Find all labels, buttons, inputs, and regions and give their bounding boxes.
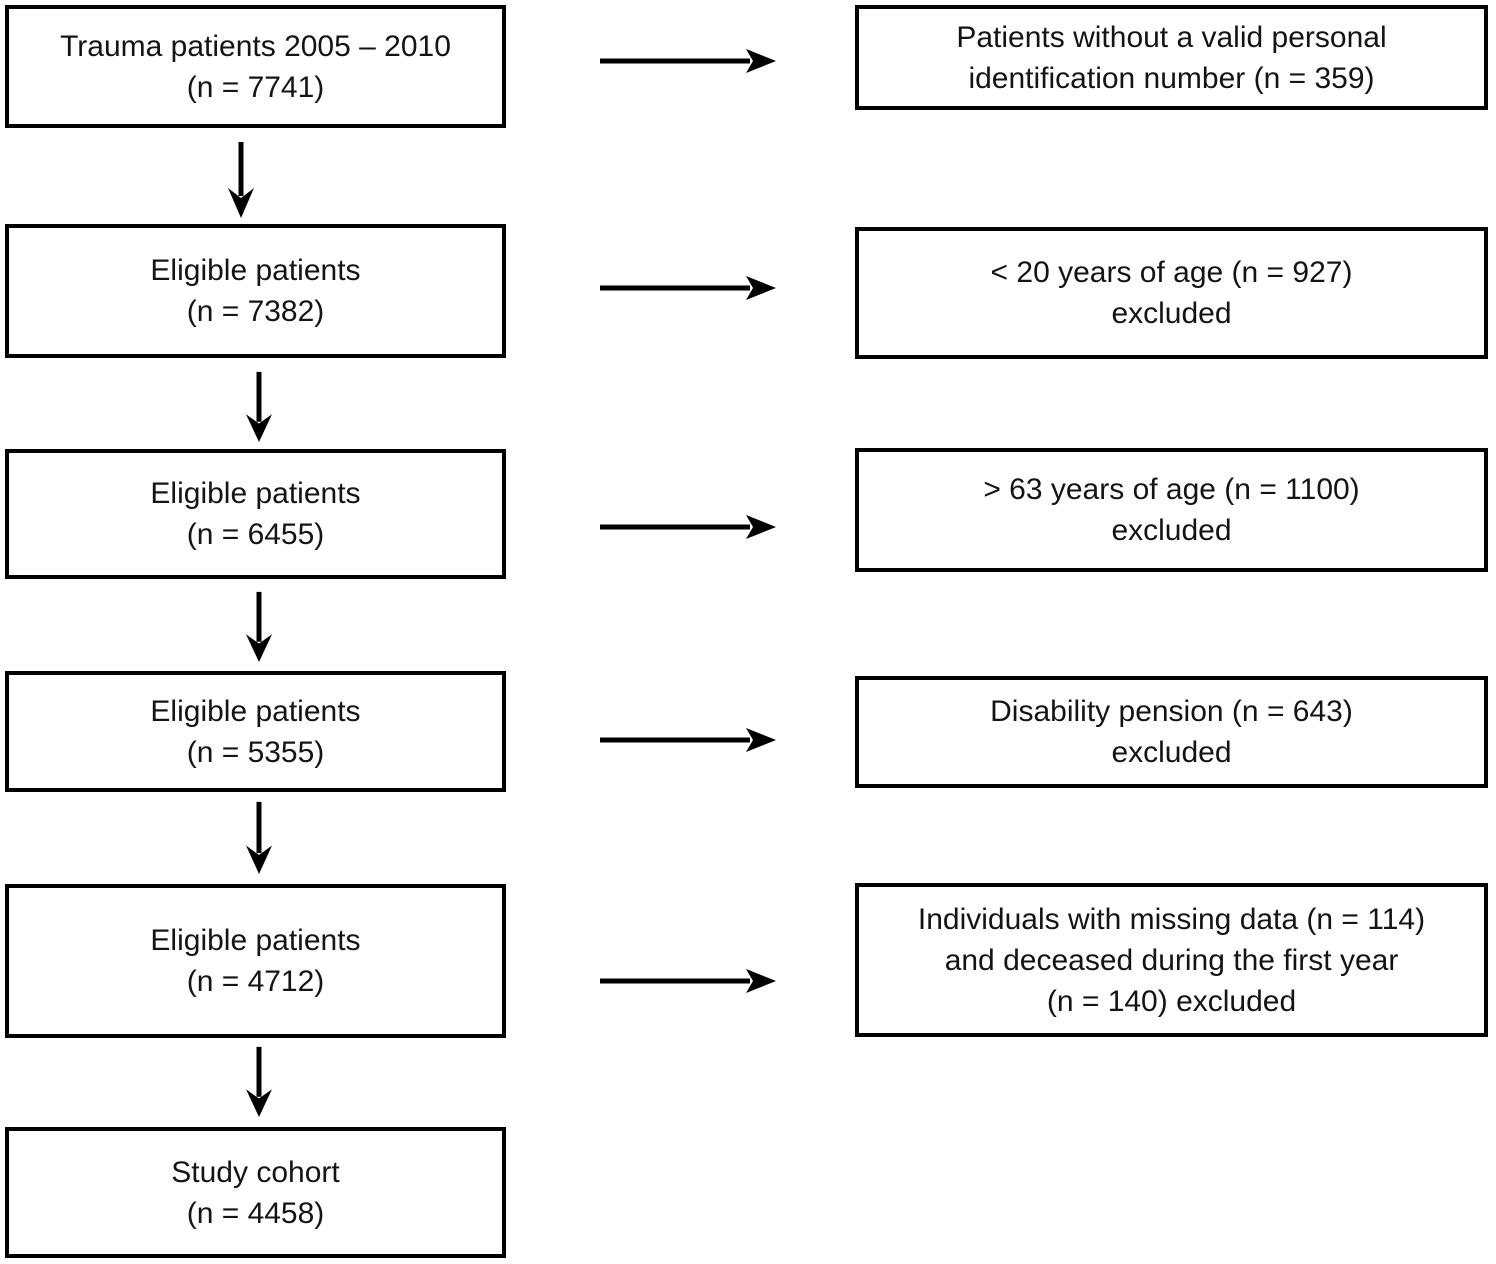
box-text-line: (n = 7741): [186, 70, 325, 104]
box-text-line: > 63 years of age (n = 1100): [983, 473, 1360, 506]
flow-box-excluded-over-63: > 63 years of age (n = 1100) excluded: [855, 448, 1488, 572]
box-text-line: Trauma patients 2005 – 2010: [60, 29, 451, 63]
right-arrow-icon: [598, 726, 778, 754]
down-arrow-icon: [226, 140, 256, 218]
flow-box-excluded-under-20: < 20 years of age (n = 927) excluded: [855, 227, 1488, 359]
down-arrow-icon: [244, 370, 274, 442]
down-arrow-icon: [244, 590, 274, 662]
flow-box-eligible-patients-7382: Eligible patients (n = 7382): [5, 224, 506, 358]
down-arrow-icon: [244, 800, 274, 874]
right-arrow-icon: [598, 47, 778, 75]
box-text-line: excluded: [1111, 736, 1232, 769]
box-text-line: excluded: [1111, 297, 1232, 330]
flow-box-excluded-invalid-id: Patients without a valid personal identi…: [855, 5, 1488, 110]
flow-box-trauma-patients: Trauma patients 2005 – 2010 (n = 7741): [5, 5, 506, 128]
flow-box-eligible-patients-6455: Eligible patients (n = 6455): [5, 449, 506, 579]
flow-box-eligible-patients-5355: Eligible patients (n = 5355): [5, 671, 506, 792]
box-text-line: Individuals with missing data (n = 114): [917, 902, 1426, 936]
box-text-line: (n = 7382): [186, 295, 325, 328]
box-text-line: (n = 5355): [186, 735, 325, 769]
right-arrow-icon: [598, 967, 778, 995]
box-text-line: < 20 years of age (n = 927): [990, 256, 1353, 289]
flow-box-excluded-missing-deceased: Individuals with missing data (n = 114) …: [855, 883, 1488, 1037]
box-text-line: (n = 140) excluded: [1046, 984, 1297, 1018]
flow-box-study-cohort: Study cohort (n = 4458): [5, 1127, 506, 1258]
box-text-line: Disability pension (n = 643): [990, 695, 1353, 728]
box-text-line: identification number (n = 359): [968, 61, 1375, 95]
box-text-line: Patients without a valid personal: [956, 20, 1387, 54]
box-text-line: Eligible patients: [150, 924, 361, 957]
box-text-line: (n = 6455): [186, 518, 325, 551]
box-text-line: Eligible patients: [150, 254, 361, 287]
box-text-line: excluded: [1111, 514, 1232, 547]
flow-box-eligible-patients-4712: Eligible patients (n = 4712): [5, 884, 506, 1038]
box-text-line: (n = 4458): [186, 1196, 325, 1230]
box-text-line: (n = 4712): [186, 965, 325, 998]
box-text-line: Study cohort: [171, 1155, 340, 1189]
flow-box-excluded-disability-pension: Disability pension (n = 643) excluded: [855, 676, 1488, 788]
right-arrow-icon: [598, 274, 778, 302]
box-text-line: Eligible patients: [150, 694, 361, 728]
box-text-line: Eligible patients: [150, 477, 361, 510]
down-arrow-icon: [244, 1045, 274, 1117]
box-text-line: and deceased during the first year: [944, 943, 1399, 977]
right-arrow-icon: [598, 513, 778, 541]
